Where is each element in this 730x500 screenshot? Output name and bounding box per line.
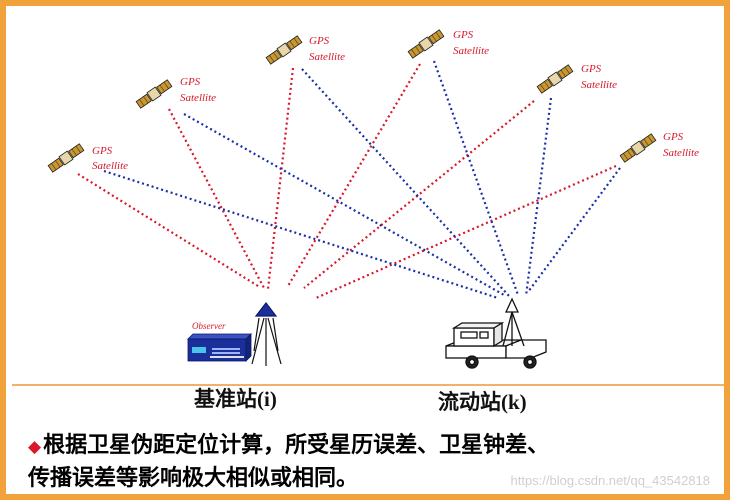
satellite-icon xyxy=(407,28,445,60)
caption-line-1: ◆根据卫星伪距定位计算，所受星历误差、卫星钟差、 xyxy=(28,430,724,463)
satellite-label-line2: Satellite xyxy=(92,160,128,172)
satellite-1: GPS Satellite xyxy=(47,142,128,174)
rover-station xyxy=(445,297,547,369)
rover-station-label: 流动站(k) xyxy=(438,390,527,414)
satellite-label-line2: Satellite xyxy=(309,51,345,63)
satellite-5: GPS Satellite xyxy=(536,63,617,95)
satellite-icon xyxy=(135,78,173,110)
satellite-3: GPS Satellite xyxy=(265,34,345,66)
diamond-bullet-icon: ◆ xyxy=(28,437,42,457)
rover-station-rays xyxy=(103,60,621,300)
base-antenna-tripod-icon xyxy=(251,302,282,366)
satellite-label-line1: GPS xyxy=(453,29,474,41)
satellite-label-line1: GPS xyxy=(309,35,330,47)
satellite-icon xyxy=(47,142,85,174)
base-station: Observer xyxy=(187,302,282,366)
section-divider xyxy=(12,384,724,386)
ray-base-s5 xyxy=(303,100,535,289)
gps-diagram: GPS Satellite GPS Satellite GPS Satellit… xyxy=(47,28,699,369)
satellite-label-line2: Satellite xyxy=(663,147,699,159)
ray-rover-s6 xyxy=(527,167,621,293)
satellite-6: GPS Satellite xyxy=(619,131,699,164)
ray-base-s3 xyxy=(266,67,295,290)
ray-rover-s4 xyxy=(432,60,520,296)
caption-line-1-text: 根据卫星伪距定位计算，所受星历误差、卫星钟差、 xyxy=(43,433,550,458)
satellite-label-line1: GPS xyxy=(92,145,113,157)
satellite-label-line2: Satellite xyxy=(180,92,216,104)
satellite-label-line1: GPS xyxy=(663,131,684,143)
ray-rover-s2 xyxy=(183,113,505,296)
observer-label: Observer xyxy=(192,321,226,331)
ray-rover-s3 xyxy=(301,68,510,297)
satellite-icon xyxy=(619,132,657,164)
satellite-label-line1: GPS xyxy=(581,63,602,75)
satellite-icon xyxy=(265,34,303,66)
caption-line-2: 传播误差等影响极大相似或相同。 xyxy=(28,466,359,491)
rover-vehicle-icon xyxy=(445,321,547,369)
ray-base-s1 xyxy=(77,173,259,287)
base-station-rays xyxy=(77,63,617,300)
caption-text: ◆根据卫星伪距定位计算，所受星历误差、卫星钟差、 传播误差等影响极大相似或相同。 xyxy=(28,430,724,494)
observer-receiver-icon xyxy=(187,333,252,362)
satellite-2: GPS Satellite xyxy=(135,76,216,110)
ray-rover-s5 xyxy=(524,97,553,297)
rover-antenna-icon xyxy=(502,297,525,347)
ray-base-s4 xyxy=(287,63,421,287)
watermark: https://blog.csdn.net/qq_43542818 xyxy=(510,473,711,488)
ray-base-s6 xyxy=(315,164,617,300)
satellite-label-line1: GPS xyxy=(180,76,201,88)
base-station-label: 基准站(i) xyxy=(194,387,277,411)
ray-rover-s1 xyxy=(103,169,499,300)
satellite-label-line2: Satellite xyxy=(453,45,489,57)
ray-base-s2 xyxy=(168,108,265,289)
satellite-label-line2: Satellite xyxy=(581,79,617,91)
satellite-icon xyxy=(536,63,574,95)
satellite-4: GPS Satellite xyxy=(407,28,489,60)
